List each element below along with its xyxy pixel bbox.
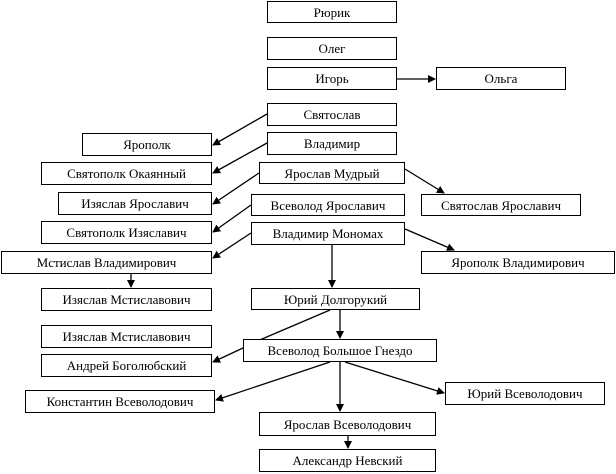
edge-vladimir-to-svyatopolk-okayanny — [212, 142, 268, 174]
node-igor: Игорь — [267, 67, 397, 90]
node-olga: Ольга — [436, 67, 566, 90]
node-svyatoslav-yaroslavich: Святослав Ярославич — [421, 194, 581, 216]
edge-yaroslav-mudry-to-svyatoslav-yaroslavich — [404, 168, 445, 194]
node-oleg: Олег — [267, 37, 397, 60]
node-vladimir-monomakh: Владимир Мономах — [251, 222, 405, 245]
node-konstantin-vsevolodovich: Константин Всеволодович — [25, 390, 215, 413]
edge-vladimir-monomakh-to-yaropolk-vladimirovich — [404, 228, 455, 251]
node-yaroslav-mudry: Ярослав Мудрый — [259, 162, 405, 184]
edge-vladimir-monomakh-to-mstislav-vladimirovich — [212, 232, 252, 259]
node-andrei-bogolyubsky: Андрей Боголюбский — [41, 354, 212, 377]
node-mstislav-vladimirovich: Мстислав Владимирович — [1, 251, 212, 274]
node-yaropolk-vladimirovich: Ярополк Владимирович — [421, 251, 615, 274]
node-izyaslav-mstislavovich-1: Изяслав Мстиславович — [41, 288, 212, 311]
edge-vsevolod-yaroslavich-to-svyatopolk-izyaslavich — [212, 204, 252, 233]
node-yaroslav-vsevolodovich: Ярослав Всеволодович — [259, 412, 436, 436]
edge-svyatoslav-to-yaropolk — [212, 113, 268, 146]
node-izyaslav-yaroslavich: Изяслав Ярославич — [58, 192, 212, 215]
node-svyatoslav: Святослав — [267, 103, 397, 126]
node-rurik: Рюрик — [267, 1, 397, 23]
node-izyaslav-mstislavovich-2: Изяслав Мстиславович — [41, 325, 212, 348]
node-yuri-vsevolodovich: Юрий Всеволодович — [445, 382, 605, 405]
edge-yaroslav-mudry-to-izyaslav-yaroslavich — [212, 172, 260, 205]
edge-vsevolod-bolshoe-gnezdo-to-yuri-vsevolodovich — [344, 361, 445, 395]
node-vsevolod-bolshoe-gnezdo: Всеволод Большое Гнездо — [243, 339, 437, 362]
node-vsevolod-yaroslavich: Всеволод Ярославич — [251, 194, 405, 216]
node-yaropolk: Ярополк — [82, 133, 212, 156]
node-vladimir: Владимир — [267, 132, 397, 155]
node-svyatopolk-izyaslavich: Святополк Изяславич — [41, 221, 212, 244]
node-yuri-dolgoruky: Юрий Долгорукий — [251, 288, 420, 310]
node-alexander-nevsky: Александр Невский — [259, 449, 436, 472]
edge-vsevolod-bolshoe-gnezdo-to-konstantin-vsevolodovich — [215, 361, 331, 402]
node-svyatopolk-okayanny: Святополк Окаянный — [41, 162, 212, 185]
